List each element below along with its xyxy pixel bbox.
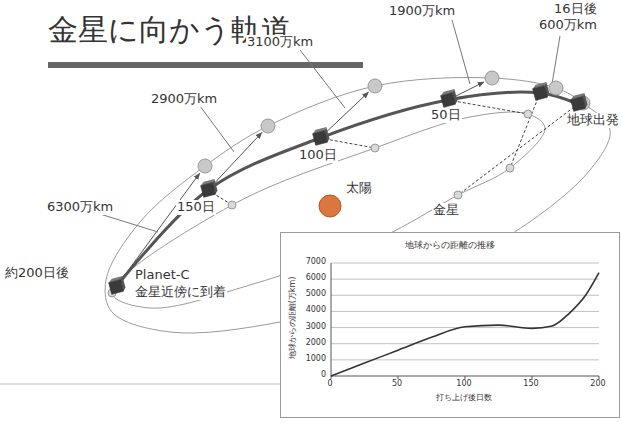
sun — [319, 195, 341, 217]
earth-position — [485, 71, 499, 85]
axis-label: 1000 — [306, 354, 326, 363]
orbit-label: 地球出発 — [566, 113, 620, 128]
orbit-label: 100日 — [298, 148, 338, 163]
orbit-label: 600万km — [538, 18, 598, 33]
orbit-label: 太陽 — [345, 181, 373, 196]
axis-label: 0 — [327, 379, 332, 388]
venus-sight-line — [510, 93, 540, 168]
leader-line — [452, 20, 470, 84]
grid-line — [331, 295, 599, 296]
axis-label: 100 — [456, 379, 471, 388]
distance-arrow — [213, 133, 262, 185]
earth-position — [549, 81, 563, 95]
orbit-label: Planet-C — [134, 268, 191, 283]
grid-line — [331, 343, 599, 344]
axis-label: 3000 — [306, 322, 326, 331]
grid-line — [331, 279, 599, 280]
orbit-label: 約200日後 — [4, 266, 70, 281]
earth-position — [198, 159, 212, 173]
spacecraft-symbol — [200, 179, 218, 197]
x-tick — [465, 376, 466, 379]
axis-label: 5000 — [306, 290, 326, 299]
axis-label: 2000 — [306, 338, 326, 347]
venus-position — [454, 191, 462, 199]
axis-label: 0 — [321, 370, 326, 379]
chart-title: 地球からの距離の推移 — [281, 233, 619, 252]
earth-position — [368, 79, 382, 93]
orbit-label: 2900万km — [150, 92, 218, 107]
x-tick — [398, 376, 399, 379]
orbit-label: 3100万km — [246, 35, 314, 50]
y-axis — [331, 263, 332, 376]
leader-line — [552, 36, 560, 84]
axis-label: 6000 — [306, 274, 326, 283]
x-tick — [599, 376, 600, 379]
axis-label: 150 — [523, 379, 538, 388]
axis-label: 50 — [392, 379, 402, 388]
spacecraft-symbol — [570, 93, 588, 111]
earth-position — [261, 119, 275, 133]
venus-position — [524, 110, 532, 118]
leader-line — [300, 50, 345, 108]
venus-position — [371, 144, 379, 152]
spacecraft-symbol — [312, 127, 330, 145]
orbit-label: 50日 — [430, 108, 462, 123]
venus-sight-line — [458, 104, 578, 195]
spacecraft-symbol — [108, 276, 126, 294]
axis-label: 打ち上げ後日数 — [436, 393, 492, 402]
orbit-label: 1900万km — [388, 4, 456, 19]
leader-line — [100, 214, 158, 232]
orbit-label: 金星近傍に到着 — [134, 285, 227, 300]
orbit-label: 16日後 — [553, 2, 598, 17]
axis-label: 地球からの距離(万km) — [288, 277, 297, 360]
grid-line — [331, 263, 599, 264]
distance-curve — [331, 273, 599, 376]
venus-position — [228, 201, 236, 209]
grid-line — [331, 311, 599, 312]
orbit-label: 150日 — [176, 200, 216, 215]
x-tick — [532, 376, 533, 379]
axis-label: 7000 — [306, 257, 326, 266]
orbit-label: 金星 — [432, 203, 460, 218]
leader-line — [200, 106, 234, 152]
axis-label: 200 — [590, 379, 605, 388]
rule-line — [0, 384, 282, 385]
axis-label: 4000 — [306, 306, 326, 315]
spacecraft-symbol — [532, 82, 550, 100]
spacecraft-symbol — [440, 89, 458, 107]
title-bar — [48, 62, 363, 68]
line-chart — [281, 233, 621, 419]
chart-panel: 地球からの距離の推移 — [280, 232, 620, 418]
orbit-label: 6300万km — [46, 200, 114, 215]
venus-position — [506, 164, 514, 172]
